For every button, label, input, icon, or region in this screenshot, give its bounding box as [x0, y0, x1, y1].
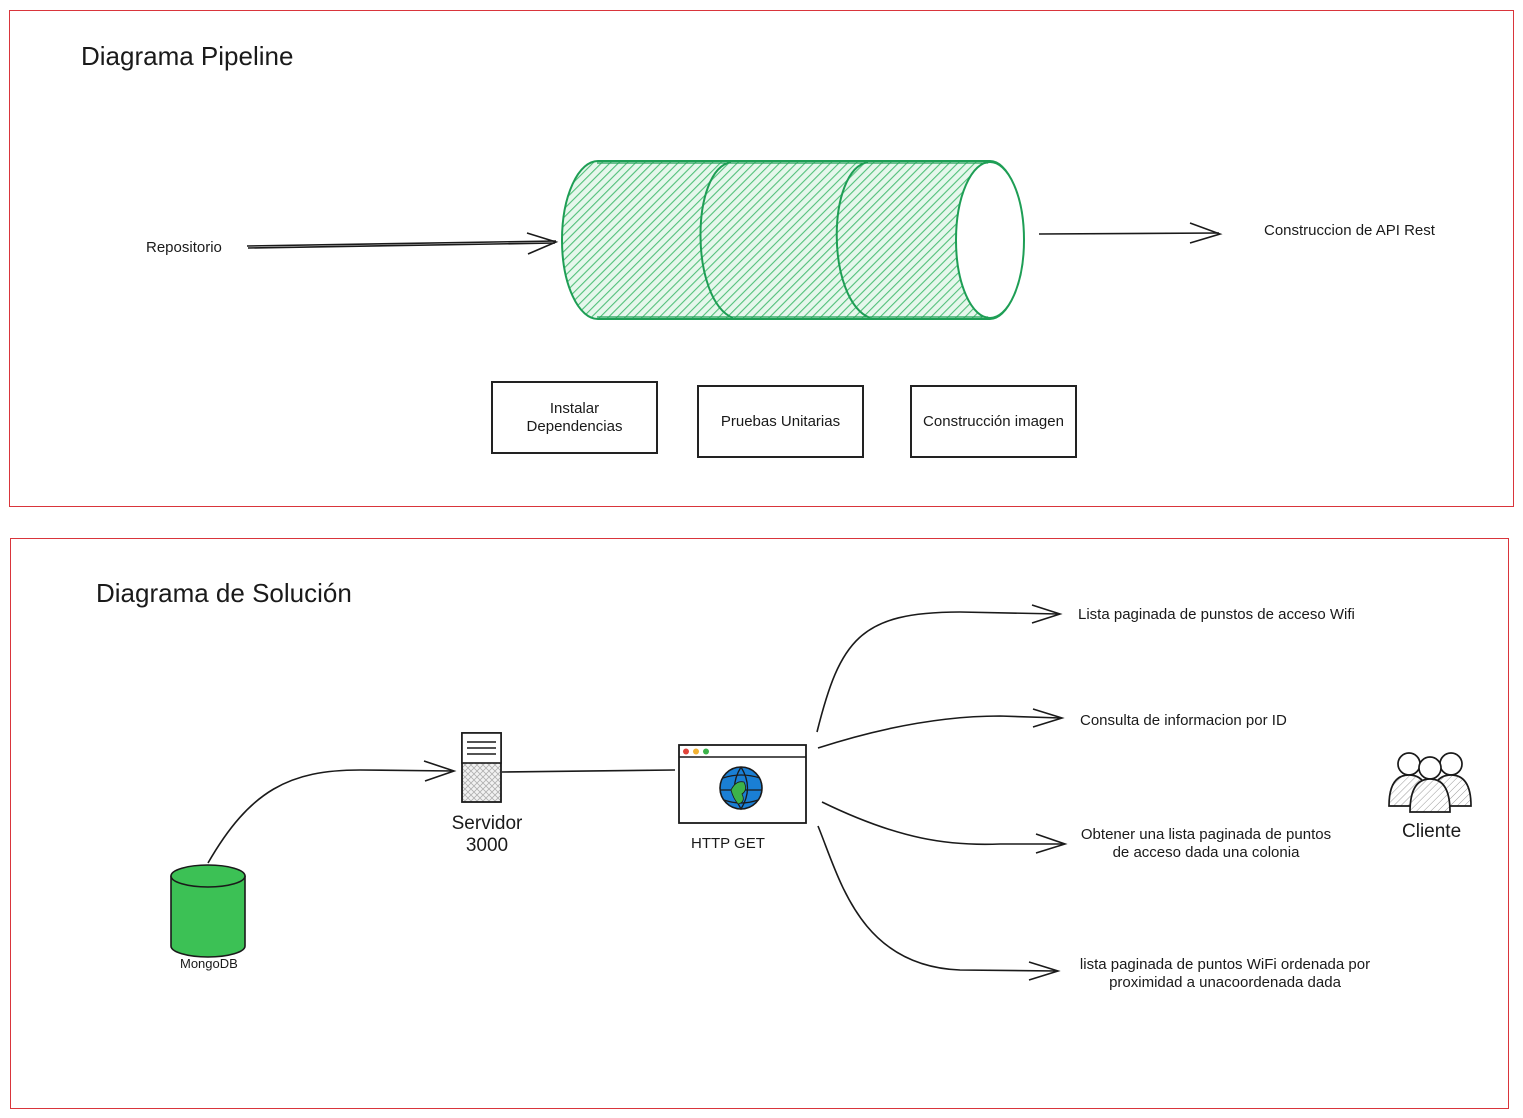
endpoint-list-wifi: Lista paginada de punstos de acceso Wifi: [1078, 606, 1355, 623]
client-label: Cliente: [1402, 821, 1462, 842]
solution-title: Diagrama de Solución: [96, 578, 352, 608]
source-label: Repositorio: [146, 239, 222, 256]
arrow-repo-to-pipeline: [246, 232, 559, 255]
server-label-line2: 3000: [465, 835, 509, 856]
pipeline-panel: [9, 10, 1514, 507]
browser-label: HTTP GET: [691, 835, 765, 852]
server-icon: [461, 732, 502, 803]
endpoint-query-by-id: Consulta de informacion por ID: [1080, 712, 1287, 729]
endpoint-list-by-colonia: Obtener una lista paginada de puntos de …: [1080, 826, 1332, 861]
server-label: Servidor 3000: [437, 813, 537, 856]
globe-icon: [719, 766, 763, 811]
fanout-arrows: [816, 604, 1068, 981]
database-icon: [170, 864, 246, 958]
connector-server-to-browser: [501, 769, 676, 773]
solution-panel: [10, 538, 1509, 1109]
endpoint-list-by-proximity: lista paginada de puntos WiFi ordenada p…: [1079, 956, 1371, 991]
stage-install-dependencies: Instalar Dependencias: [491, 381, 658, 454]
stage-build-image: Construcción imagen: [910, 385, 1077, 458]
arrow-pipeline-to-output: [1038, 222, 1223, 244]
database-label: MongoDB: [180, 956, 238, 971]
output-label: Construccion de API Rest: [1264, 222, 1435, 239]
server-label-line1: Servidor: [451, 813, 523, 834]
stage-unit-tests: Pruebas Unitarias: [697, 385, 864, 458]
pipeline-title: Diagrama Pipeline: [81, 41, 294, 71]
pipeline-cylinder: [561, 160, 1025, 320]
arrow-db-to-server: [207, 760, 457, 864]
users-icon: [1388, 752, 1472, 813]
